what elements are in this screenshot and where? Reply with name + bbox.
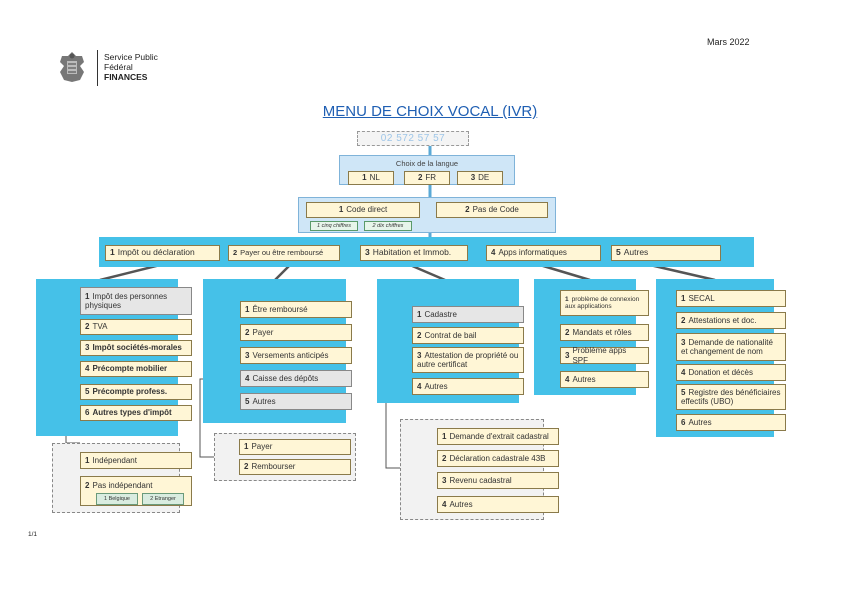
date-label: Mars 2022 (707, 37, 750, 47)
col1-subsub-etranger[interactable]: 2 Etranger (142, 493, 184, 505)
org-line-3: FINANCES (104, 72, 148, 82)
org-line-2: Fédéral (104, 62, 133, 72)
code-ten-digits[interactable]: 2 dix chiffres (364, 221, 412, 231)
phone-number-box: 02 572 57 57 (357, 131, 469, 146)
phone-number: 02 572 57 57 (380, 133, 446, 144)
org-name: Service Public Fédéral FINANCES (104, 52, 158, 82)
org-line-1: Service Public (104, 52, 158, 62)
language-label: Choix de la langue (395, 159, 459, 168)
org-divider (97, 50, 98, 86)
page-number: 1/1 (28, 531, 38, 538)
coat-of-arms-logo (56, 50, 88, 84)
code-five-digits[interactable]: 1 cinq chiffres (310, 221, 358, 231)
page-title[interactable]: MENU DE CHOIX VOCAL (IVR) (322, 103, 538, 120)
col1-subsub-belgique[interactable]: 1 Belgique (96, 493, 138, 505)
